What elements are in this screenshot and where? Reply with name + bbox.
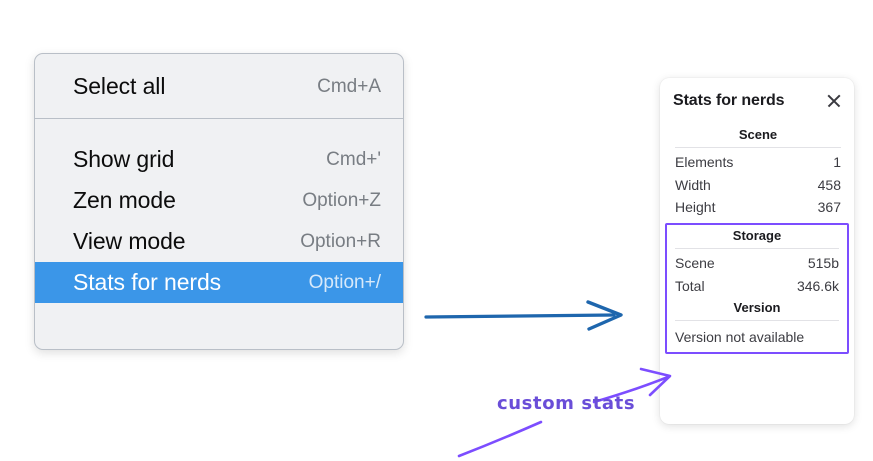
close-icon[interactable]: [825, 92, 843, 110]
stats-panel-title: Stats for nerds: [673, 92, 785, 109]
stat-row-elements: Elements 1: [673, 151, 843, 174]
purple-underline-stroke: [457, 420, 543, 458]
menu-item-select-all[interactable]: Select all Cmd+A: [35, 66, 403, 107]
stat-key: Scene: [675, 255, 715, 272]
stat-value: 515b: [807, 255, 839, 272]
stat-value: 458: [817, 176, 841, 193]
menu-item-view-mode[interactable]: View mode Option+R: [35, 221, 403, 262]
stat-value: 346.6k: [796, 277, 839, 294]
menu-item-shortcut: Cmd+': [326, 148, 381, 170]
scene-section: Scene Elements 1 Width 458 Height 367: [673, 124, 843, 219]
stats-for-nerds-panel: Stats for nerds Scene Elements 1 Width 4…: [660, 78, 854, 424]
menu-group-1: Select all Cmd+A: [35, 54, 403, 118]
stat-row-width: Width 458: [673, 174, 843, 197]
blue-arrow: [424, 300, 623, 331]
storage-section: Storage Scene 515b Total 346.6k: [673, 225, 841, 297]
stats-panel-header: Stats for nerds: [673, 88, 843, 114]
version-value: Version not available: [675, 329, 805, 346]
menu-divider: [35, 118, 403, 119]
custom-stats-highlight-box: Storage Scene 515b Total 346.6k Version …: [665, 223, 849, 355]
menu-item-label: Show grid: [73, 146, 175, 172]
stat-row-storage-total: Total 346.6k: [673, 275, 841, 298]
stat-value: 367: [817, 199, 841, 216]
menu-item-label: View mode: [73, 228, 186, 254]
section-heading-scene: Scene: [738, 127, 778, 142]
menu-item-zen-mode[interactable]: Zen mode Option+Z: [35, 180, 403, 221]
stat-value: 1: [833, 154, 841, 170]
menu-group-2: Show grid Cmd+' Zen mode Option+Z View m…: [35, 119, 403, 314]
stat-row-storage-scene: Scene 515b: [673, 252, 841, 275]
section-divider: [675, 147, 841, 148]
menu-item-stats-for-nerds[interactable]: Stats for nerds Option+/: [35, 262, 403, 303]
menu-item-shortcut: Cmd+A: [317, 75, 381, 97]
menu-item-label: Stats for nerds: [73, 269, 222, 295]
menu-item-label: Select all: [73, 73, 166, 99]
stat-key: Elements: [675, 154, 734, 170]
menu-item-show-grid[interactable]: Show grid Cmd+': [35, 139, 403, 180]
context-menu[interactable]: Select all Cmd+A Show grid Cmd+' Zen mod…: [34, 53, 404, 350]
section-divider: [675, 320, 839, 322]
menu-item-label: Zen mode: [73, 187, 176, 213]
section-heading-storage: Storage: [732, 228, 782, 244]
custom-stats-annotation-label: custom stats: [497, 393, 636, 414]
section-heading-version: Version: [733, 300, 781, 316]
menu-item-shortcut: Option+Z: [302, 189, 381, 211]
version-section: Version Version not available: [673, 297, 841, 348]
section-divider: [675, 248, 839, 250]
stat-row-height: Height 367: [673, 196, 843, 219]
stat-key: Width: [675, 176, 711, 193]
stat-key: Total: [675, 277, 705, 294]
stat-key: Height: [675, 199, 716, 216]
menu-item-shortcut: Option+/: [308, 271, 381, 293]
menu-item-shortcut: Option+R: [300, 230, 381, 252]
